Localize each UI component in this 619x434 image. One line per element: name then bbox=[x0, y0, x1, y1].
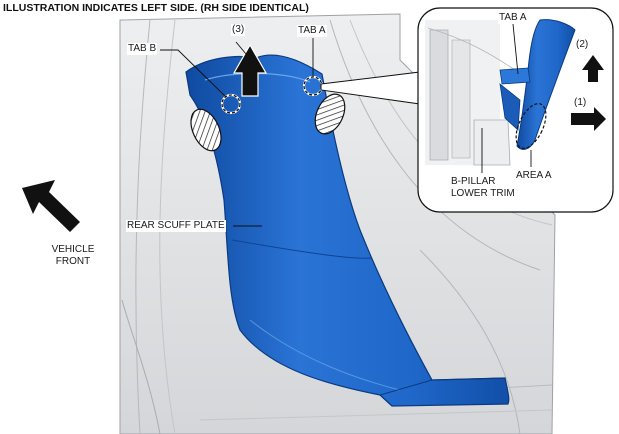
b-pillar-line2: LOWER TRIM bbox=[451, 188, 515, 199]
hatched-ellipse-icon bbox=[314, 93, 346, 135]
step-3-label: (3) bbox=[231, 24, 246, 36]
tab-b-label: TAB B bbox=[127, 43, 158, 55]
step-2-label: (2) bbox=[575, 39, 590, 51]
step-2-arrow-icon bbox=[582, 55, 604, 82]
detail-window bbox=[417, 7, 614, 213]
step-3-leader bbox=[235, 41, 247, 55]
step-1-arrow-icon bbox=[571, 107, 606, 131]
area-a-label: AREA A bbox=[515, 170, 553, 182]
tab-b-circle-outline bbox=[221, 94, 241, 114]
step-1-label: (1) bbox=[573, 97, 588, 109]
b-pillar-line1: B-PILLAR bbox=[451, 176, 496, 187]
detail-tab-a-label: TAB A bbox=[498, 12, 528, 24]
vehicle-front-line1: VEHICLE bbox=[51, 244, 95, 255]
page-title: ILLUSTRATION INDICATES LEFT SIDE. (RH SI… bbox=[3, 2, 309, 14]
tab-a-label: TAB A bbox=[297, 25, 327, 37]
vehicle-front-label: VEHICLE FRONT bbox=[40, 244, 106, 268]
detail-tab-a-leader bbox=[512, 23, 519, 75]
hatched-ellipse-icon bbox=[190, 108, 222, 152]
vehicle-front-arrow-icon bbox=[22, 180, 80, 232]
tab-b-leader bbox=[160, 49, 227, 98]
rear-scuff-plate-label: REAR SCUFF PLATE bbox=[126, 220, 226, 232]
area-a-dashed-circle-icon bbox=[515, 103, 547, 149]
arrow-icon bbox=[232, 43, 268, 97]
vehicle-front-line2: FRONT bbox=[55, 256, 91, 267]
b-pillar-lower-trim-label: B-PILLAR LOWER TRIM bbox=[450, 176, 516, 200]
rear-scuff-plate bbox=[185, 54, 510, 407]
